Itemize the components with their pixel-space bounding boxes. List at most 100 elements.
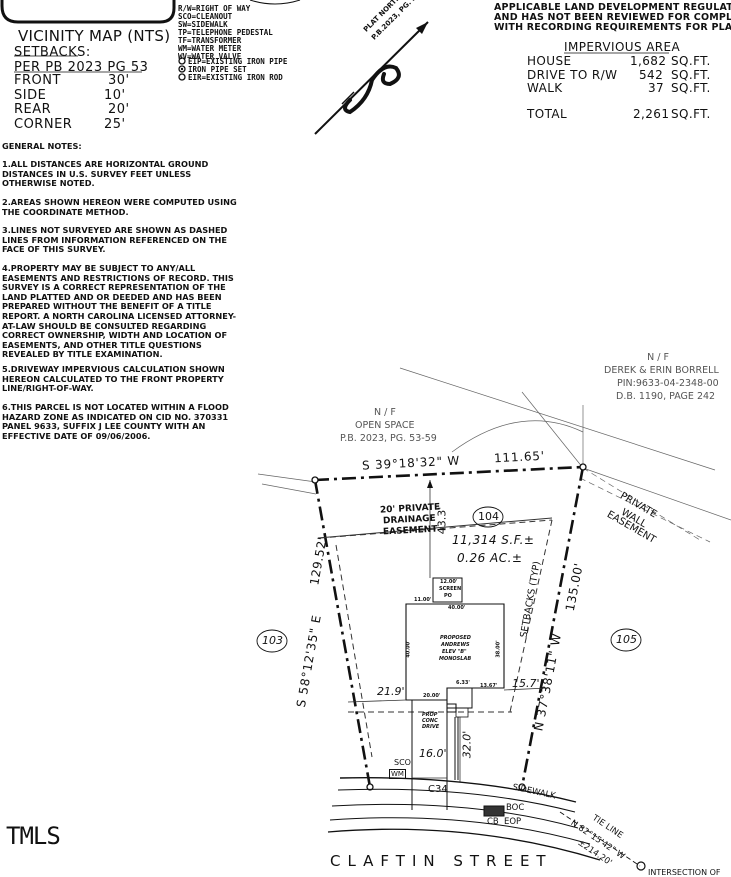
note-item: 3.LINES NOT SURVEYED ARE SHOWN AS DASHED… — [2, 225, 228, 255]
legend-item: IRON PIPE SET — [188, 65, 247, 74]
note-item: 4.PROPERTY MAY BE SUBJECT TO ANY/ALL EAS… — [2, 263, 236, 360]
setback-value: 30' — [108, 73, 130, 88]
impervious-label: DRIVE TO R/W — [527, 68, 618, 82]
notice-line: AND HAS NOT BEEN REVIEWED FOR COMPLIANCE — [494, 12, 731, 23]
notice-line: WITH RECORDING REQUIREMENTS FOR PLATS. — [494, 22, 731, 33]
notes-title: GENERAL NOTES: — [2, 141, 82, 151]
setback-value: 25' — [104, 117, 126, 132]
legend-item: EIP=EXISTING IRON PIPE — [188, 57, 288, 66]
dim-front-house: 32.0' — [460, 730, 474, 759]
north-arrow-icon — [314, 21, 429, 135]
impervious-total-label: TOTAL — [527, 107, 568, 121]
eop-label: EOP — [504, 817, 522, 827]
house-dim: 12.00' — [440, 579, 458, 585]
impervious-title: IMPERVIOUS AREA — [564, 40, 681, 54]
eir-symbol — [178, 73, 186, 81]
house-dim: 40.00' — [405, 640, 412, 658]
lot-area-ac: 0.26 AC.± — [457, 551, 523, 565]
house-dim: 20.00' — [423, 693, 441, 699]
note-item: 5.DRIVEWAY IMPERVIOUS CALCULATION SHOWN … — [2, 364, 225, 394]
screen-porch — [432, 577, 463, 603]
eip-symbol — [178, 57, 186, 65]
note-item: 6.THIS PARCEL IS NOT LOCATED WITHIN A FL… — [2, 402, 229, 441]
curve-label: C34 — [428, 784, 448, 795]
impervious-label: WALK — [527, 81, 563, 95]
notice-line: APPLICABLE LAND DEVELOPMENT REGULATIONS — [494, 2, 731, 13]
intersection-label: INTERSECTION OF — [648, 868, 721, 877]
lot-area-sf: 11,314 S.F.± — [452, 533, 535, 547]
wm-label: WM — [389, 769, 406, 779]
sco-label: SCO — [394, 758, 411, 767]
lot-105-label: 105 — [616, 633, 637, 646]
setback-label: SIDE — [14, 88, 47, 103]
house-dim: 38.00' — [495, 640, 502, 658]
legend-item: WV=WATER VALVE — [178, 52, 242, 61]
legend-item: SCO=CLEANOUT — [178, 12, 233, 21]
setback-value: 10' — [104, 88, 126, 103]
setbacks-ref: PER PB 2023 PG 53 — [14, 60, 149, 75]
setback-label: FRONT — [14, 73, 61, 88]
house-label: MONOSLAB — [439, 656, 472, 662]
boc-label: BOC — [506, 803, 525, 813]
dim-rear: 43.3' — [435, 506, 449, 535]
legend-item: SW=SIDEWALK — [178, 20, 228, 29]
legend-item: EIR=EXISTING IRON ROD — [188, 73, 283, 82]
dim-front-drive: 16.0' — [419, 747, 447, 760]
neighbor-ne-line: N / F — [647, 352, 669, 363]
company-logo: TMLS — [6, 822, 61, 850]
impervious-value: 37 — [648, 81, 665, 95]
house-footprint — [405, 603, 505, 713]
impervious-unit: SQ.FT. — [671, 68, 711, 82]
setbacks-title: SETBACKS: — [14, 45, 91, 60]
lot-105-circle — [610, 628, 642, 652]
drive-label: CONC — [422, 718, 438, 724]
drive-label: DRIVE — [422, 724, 440, 730]
house-dim: SCREEN — [439, 586, 462, 592]
open-space-line: N / F — [374, 407, 396, 418]
lot-boundary — [313, 465, 585, 788]
house-dim: 11.00' — [414, 597, 432, 603]
open-space-line: P.B. 2023, PG. 53-59 — [340, 433, 437, 444]
impervious-total-value: 2,261 — [633, 107, 670, 121]
note-item: 2.AREAS SHOWN HEREON WERE COMPUTED USING… — [2, 197, 237, 217]
house-label: ANDREWS — [441, 642, 470, 648]
neighbor-ne-line: D.B. 1190, PAGE 242 — [616, 391, 716, 402]
distance-top: 111.65' — [493, 448, 546, 466]
ips-symbol — [178, 65, 186, 73]
house-dim: 40.00' — [448, 605, 466, 611]
note-item: 1.ALL DISTANCES ARE HORIZONTAL GROUND DI… — [2, 159, 209, 189]
house-dim: PO — [444, 593, 452, 599]
dim-left-side: 21.9' — [377, 685, 405, 698]
legend-item: TP=TELEPHONE PEDESTAL — [178, 28, 273, 37]
house-dim: 13.67' — [480, 683, 498, 689]
impervious-value: 542 — [639, 68, 664, 82]
house-dim: 6.33' — [456, 680, 470, 686]
neighbor-ne-line: DEREK & ERIN BORRELL — [604, 365, 719, 376]
legend-item: R/W=RIGHT OF WAY — [178, 4, 251, 13]
impervious-value: 1,682 — [630, 54, 667, 68]
legend-item: WM=WATER METER — [178, 44, 242, 53]
neighbor-ne-line: PIN:9633-04-2348-00 — [617, 378, 719, 389]
vicinity-map-frame — [0, 0, 176, 24]
lot-103-circle — [256, 629, 288, 653]
setback-label: REAR — [14, 102, 52, 117]
setback-value: 20' — [108, 102, 130, 117]
impervious-unit: SQ.FT. — [671, 81, 711, 95]
dim-right-side: 15.7' — [512, 677, 540, 690]
street-curves — [327, 777, 601, 861]
house-label: ELEV "B" — [442, 649, 467, 655]
catch-basin — [483, 805, 505, 817]
lot-104-circle — [472, 506, 504, 528]
impervious-unit: SQ.FT. — [671, 54, 711, 68]
setback-label: CORNER — [14, 117, 73, 132]
lot-103-label: 103 — [262, 634, 283, 647]
setback-lines — [319, 519, 553, 758]
open-space-line: OPEN SPACE — [355, 420, 415, 431]
cb-label: CB — [487, 817, 499, 827]
impervious-total-unit: SQ.FT. — [671, 107, 711, 121]
house-label: PROPOSED — [440, 635, 471, 641]
drive-label: PROP — [422, 712, 438, 718]
impervious-label: HOUSE — [527, 54, 572, 68]
lot-number: 104 — [478, 510, 499, 523]
